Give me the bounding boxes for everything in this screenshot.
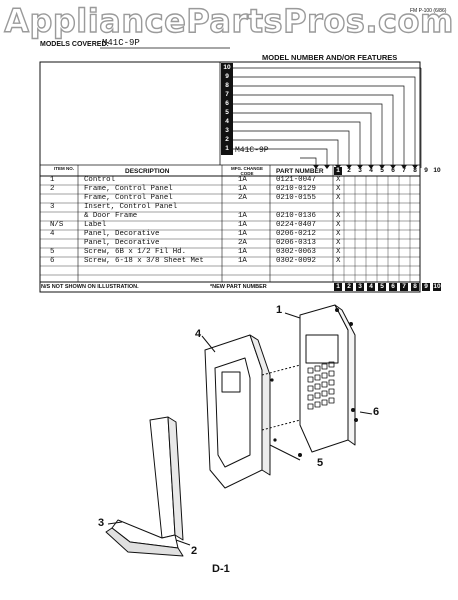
feature-column-foot: 5 [378,283,386,291]
feature-column-foot: 6 [389,283,397,291]
row-mfg-code: 1A [238,185,247,193]
row-mark: X [336,176,341,184]
row-mfg-code: 1A [238,248,247,256]
row-part-number: 0210-0129 [276,185,316,193]
feature-column-head: 10 [433,167,441,174]
callout-3: 3 [98,517,105,529]
feature-column-head: 8 [413,167,417,174]
model-stack-number: 1 [225,145,229,152]
features-title: MODEL NUMBER AND/OR FEATURES [262,53,398,62]
feature-column-head: 4 [369,167,373,174]
feature-column-head: 7 [402,167,406,174]
feature-column-head: 1 [334,167,342,175]
row-part-number: 0206-0212 [276,230,316,238]
callout-6: 6 [373,406,380,418]
form-number: FM P-100 (6/86) [410,8,447,14]
row-item: 1 [50,176,55,184]
row-part-number: 0224-0407 [276,221,316,229]
row-description: Frame, Control Panel [84,185,173,193]
row-item: 4 [50,230,55,238]
model-stack-number: 10 [223,64,231,71]
row-item: 5 [50,248,55,256]
model-stack-number: 4 [225,118,229,125]
callout-5: 5 [317,457,324,469]
row-part-number: 0302-0063 [276,248,316,256]
row-mark: X [336,194,341,202]
feature-column-head: 5 [380,167,384,174]
row-mark: X [336,239,341,247]
feature-column-foot: 10 [433,283,441,291]
row-mfg-code: 1A [238,212,247,220]
col-part-number-header: PART NUMBER [276,168,324,175]
model-stack-number: 5 [225,109,229,116]
callout-4: 4 [195,328,202,340]
row-mark: X [336,257,341,265]
col-item-header: ITEM NO. [54,166,74,171]
model-stack-number: 2 [225,136,229,143]
row-description: Screw, 6-18 x 3/8 Sheet Met [84,257,204,265]
feature-column-foot: 3 [356,283,364,291]
feature-column-head: 9 [424,167,428,174]
feature-column-foot: 8 [411,283,419,291]
model-stack-number: 7 [225,91,229,98]
row-mfg-code: 1A [238,257,247,265]
model-stack-number: 9 [225,73,229,80]
watermark: AppliancePartsPros.com [4,1,454,40]
row-description: & Door Frame [84,212,138,220]
row-mfg-code: 1A [238,230,247,238]
model-stack-number: 8 [225,82,229,89]
feature-column-foot: 2 [345,283,353,291]
feature-column-head: 3 [358,167,362,174]
row-description: Label [84,221,107,229]
row-mfg-code: 2A [238,239,247,247]
row-description: Frame, Control Panel [84,194,173,202]
row-part-number: 0210-0155 [276,194,316,202]
feature-column-head: 6 [391,167,395,174]
row-part-number: 0121-0047 [276,176,316,184]
row-mfg-code: 1A [238,176,247,184]
row-description: Insert, Control Panel [84,203,178,211]
model-stack-number: 3 [225,127,229,134]
model-number: M41C-9P [235,146,269,155]
models-covered-value: M41C-9P [102,38,140,48]
row-description: Panel, Decorative [84,239,160,247]
row-item: 6 [50,257,55,265]
row-part-number: 0302-0092 [276,257,316,265]
feature-column-head: 2 [347,167,351,174]
col-mfg-change-header: MFG. CHANGE CODE [231,166,263,176]
row-item: N/S [50,221,64,229]
row-description: Control [84,176,116,184]
models-covered-label: MODELS COVERED: [40,41,109,48]
row-item: 3 [50,203,55,211]
new-part-note: *NEW PART NUMBER [210,284,267,290]
callout-1: 1 [276,304,283,316]
row-part-number: 0206-0313 [276,239,316,247]
diagram-label: D-1 [212,563,230,575]
feature-column-foot: 1 [334,283,342,291]
col-description-header: DESCRIPTION [125,168,170,175]
feature-column-foot: 7 [400,283,408,291]
feature-column-foot: 4 [367,283,375,291]
row-description: Screw, 6B x 1/2 Fil Hd. [84,248,187,256]
row-part-number: 0210-0136 [276,212,316,220]
callout-2: 2 [191,545,198,557]
row-item: 2 [50,185,55,193]
row-mark: X [336,185,341,193]
row-mark: X [336,230,341,238]
ns-note: N/S NOT SHOWN ON ILLUSTRATION. [41,284,139,290]
row-mark: X [336,248,341,256]
feature-column-foot: 9 [422,283,430,291]
row-mfg-code: 1A [238,221,247,229]
row-description: Panel, Decorative [84,230,160,238]
row-mark: X [336,221,341,229]
row-mfg-code: 2A [238,194,247,202]
row-mark: X [336,212,341,220]
model-stack-number: 6 [225,100,229,107]
